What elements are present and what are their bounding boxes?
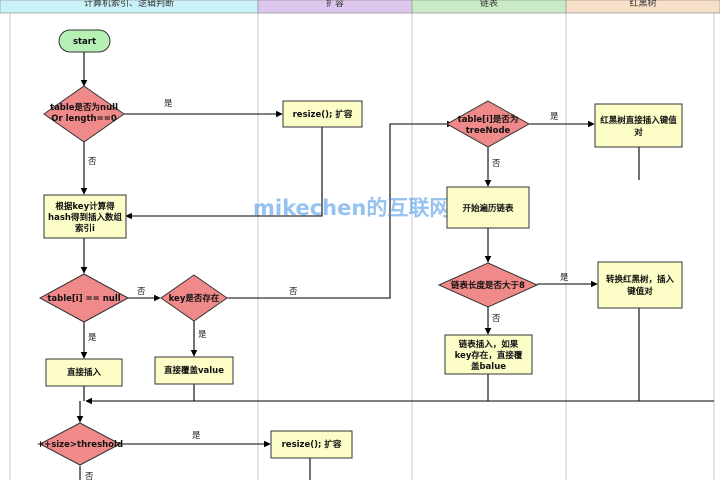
decision-is-treenode[interactable]: table[i]是否为 treeNode xyxy=(445,100,531,148)
decision-key-exists[interactable]: key是否存在 xyxy=(160,274,228,322)
node-start[interactable]: start xyxy=(58,29,111,53)
edge-label-no-threshold: 否 xyxy=(85,472,94,480)
process-list-insert-line3: 盖balue xyxy=(471,361,506,372)
swimlane-dividers xyxy=(9,13,715,480)
lane-title-rbtree: 红黑树 xyxy=(629,0,656,9)
edge-labels: 是 否 否 否 是 是 是 否 是 否 是 否 xyxy=(85,99,569,480)
process-convert-rbtree[interactable]: 转换红黑树，插入 键值对 xyxy=(597,261,683,309)
process-overwrite-value[interactable]: 直接覆盖value xyxy=(154,356,234,385)
process-list-insert[interactable]: 链表插入，如果 key存在，直接覆 盖balue xyxy=(444,334,533,375)
decision-check-null-line2: Or length==0 xyxy=(51,114,117,124)
process-compute-index-line3: 索引i xyxy=(75,223,95,234)
edge-label-no-check-null: 否 xyxy=(88,157,97,167)
node-start-label: start xyxy=(73,37,96,47)
edge-label-no-len8: 否 xyxy=(492,314,501,324)
decision-check-null-line1: table是否为null xyxy=(50,102,118,113)
process-insert-direct-label: 直接插入 xyxy=(67,367,102,378)
process-traverse-list-label: 开始遍历链表 xyxy=(462,203,514,214)
process-compute-index-line1: 根据key计算得 xyxy=(55,201,115,212)
decision-key-exists-label: key是否存在 xyxy=(169,293,220,304)
edge-label-yes-len8: 是 xyxy=(560,273,569,283)
decision-is-treenode-line1: table[i]是否为 xyxy=(458,114,519,125)
edge-label-yes-resize1: 是 xyxy=(164,99,173,109)
edge-label-no-treenode: 否 xyxy=(492,159,501,169)
process-resize-2[interactable]: resize(); 扩容 xyxy=(270,430,353,459)
process-list-insert-line1: 链表插入，如果 xyxy=(459,339,519,350)
process-rbtree-insert-line1: 红黑树直接插入键值 xyxy=(600,115,677,126)
lane-title-resize: 扩容 xyxy=(326,0,344,9)
process-rbtree-insert-line2: 对 xyxy=(634,127,643,138)
lane-title-logic: 计算机索引、逻辑判断 xyxy=(84,0,174,9)
decision-size-threshold[interactable]: ++size>threshold xyxy=(37,422,123,466)
edge-label-yes-key-exists: 是 xyxy=(198,330,207,340)
process-resize-2-label: resize(); 扩容 xyxy=(282,439,342,450)
edge-label-yes-treenode: 是 xyxy=(550,112,559,122)
process-overwrite-value-label: 直接覆盖value xyxy=(164,365,224,376)
process-convert-rbtree-line1: 转换红黑树，插入 xyxy=(606,274,675,285)
decision-list-len-gt8-label: 链表长度是否大于8 xyxy=(451,280,525,291)
process-compute-index-line2: hash得到插入数组 xyxy=(48,212,122,223)
process-rbtree-insert[interactable]: 红黑树直接插入键值 对 xyxy=(594,103,683,148)
decision-check-null[interactable]: table是否为null Or length==0 xyxy=(43,85,125,143)
process-traverse-list[interactable]: 开始遍历链表 xyxy=(446,186,530,229)
edge-label-yes-threshold: 是 xyxy=(192,431,201,441)
decision-is-treenode-line2: treeNode xyxy=(466,126,511,136)
decision-size-threshold-label: ++size>threshold xyxy=(37,440,123,450)
process-resize-1[interactable]: resize(); 扩容 xyxy=(282,100,363,128)
lane-header-rbtree xyxy=(565,0,720,14)
process-compute-index[interactable]: 根据key计算得 hash得到插入数组 索引i xyxy=(43,194,127,239)
process-resize-1-label: resize(); 扩容 xyxy=(293,109,353,120)
connectors xyxy=(76,52,714,480)
edge-label-no-table-i: 否 xyxy=(137,287,146,297)
edge-label-no-key-exists: 否 xyxy=(289,287,298,297)
decision-table-i-null[interactable]: table[i] == null xyxy=(38,273,130,323)
decision-table-i-null-label: table[i] == null xyxy=(47,294,120,304)
decision-list-len-gt8[interactable]: 链表长度是否大于8 xyxy=(437,262,539,308)
lane-title-list: 链表 xyxy=(480,0,498,9)
process-list-insert-line2: key存在，直接覆 xyxy=(455,350,523,361)
edge-label-yes-table-i: 是 xyxy=(88,333,97,343)
process-insert-direct[interactable]: 直接插入 xyxy=(45,358,123,387)
swimlane-headers: 计算机索引、逻辑判断 扩容 链表 红黑树 xyxy=(0,0,720,14)
process-convert-rbtree-line2: 键值对 xyxy=(626,286,653,297)
